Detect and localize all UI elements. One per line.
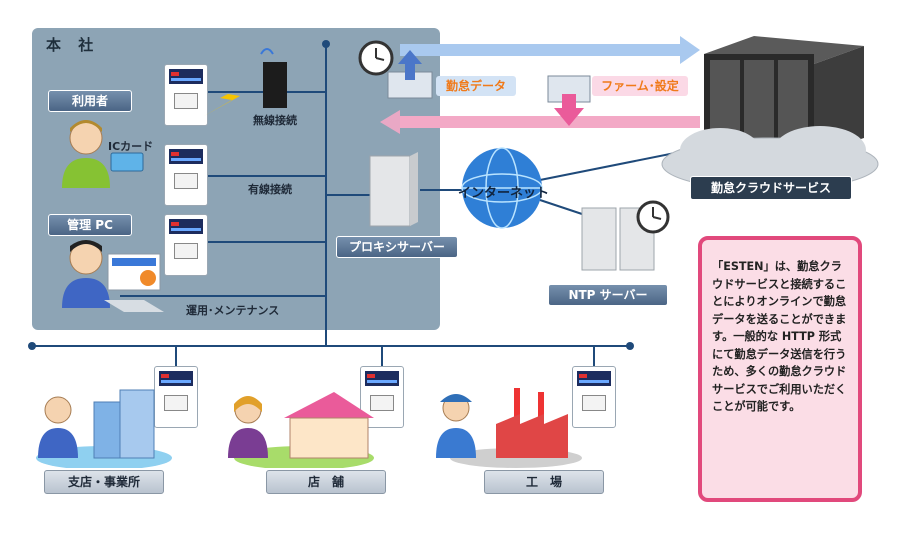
internet-label: インターネット	[458, 186, 550, 201]
headquarters-title: 本 社	[46, 36, 100, 54]
ic-card-label: ICカード	[108, 140, 154, 153]
branch-office-building-icon	[36, 389, 172, 468]
info-note-text: 「ESTEN」は、勤怠クラウドサービスと接続することによりオンラインで勤怠データ…	[712, 260, 847, 413]
admin-pc-label: 管理 PC	[48, 214, 132, 236]
time-recorder-device-wireless	[164, 64, 208, 126]
wired-connection-label: 有線接続	[248, 183, 292, 196]
admin-person-icon	[62, 240, 110, 308]
store-building-icon	[228, 392, 374, 468]
cloud-service-label: 勤怠クラウドサービス	[690, 176, 852, 200]
firmware-settings-label: ファーム･設定	[592, 76, 688, 96]
time-recorder-device-admin	[164, 214, 208, 276]
user-label: 利用者	[48, 90, 132, 112]
data-arrows	[380, 36, 700, 134]
download-device-icon	[547, 75, 591, 126]
wireless-connection-label: 無線接続	[253, 114, 297, 127]
ic-card-icon	[110, 152, 144, 172]
ntp-clock-icon	[636, 200, 670, 234]
proxy-server-label: プロキシサーバー	[336, 236, 458, 258]
upload-device-icon	[387, 50, 433, 99]
admin-pc-icon	[104, 253, 164, 312]
time-recorder-device-wired	[164, 144, 208, 206]
lightning-icon	[204, 80, 256, 116]
branch-office-label: 支店・事業所	[44, 470, 164, 494]
globe-icon	[461, 147, 543, 229]
operation-maintenance-label: 運用･メンテナンス	[186, 304, 280, 317]
user-person-icon	[62, 120, 110, 188]
info-note: 「ESTEN」は、勤怠クラウドサービスと接続することによりオンラインで勤怠データ…	[698, 236, 862, 502]
factory-building-icon	[436, 388, 582, 468]
wireless-router-icon	[260, 48, 287, 108]
factory-label: 工 場	[484, 470, 604, 494]
ntp-server-label: NTP サーバー	[548, 284, 668, 306]
time-recorder-device-branch	[154, 366, 198, 428]
time-recorder-device-store	[360, 366, 404, 428]
clock-icon	[358, 40, 394, 76]
store-label: 店 舗	[266, 470, 386, 494]
proxy-server-icon	[369, 152, 418, 227]
time-recorder-device-factory	[572, 366, 616, 428]
attendance-data-label: 勤怠データ	[436, 76, 516, 96]
